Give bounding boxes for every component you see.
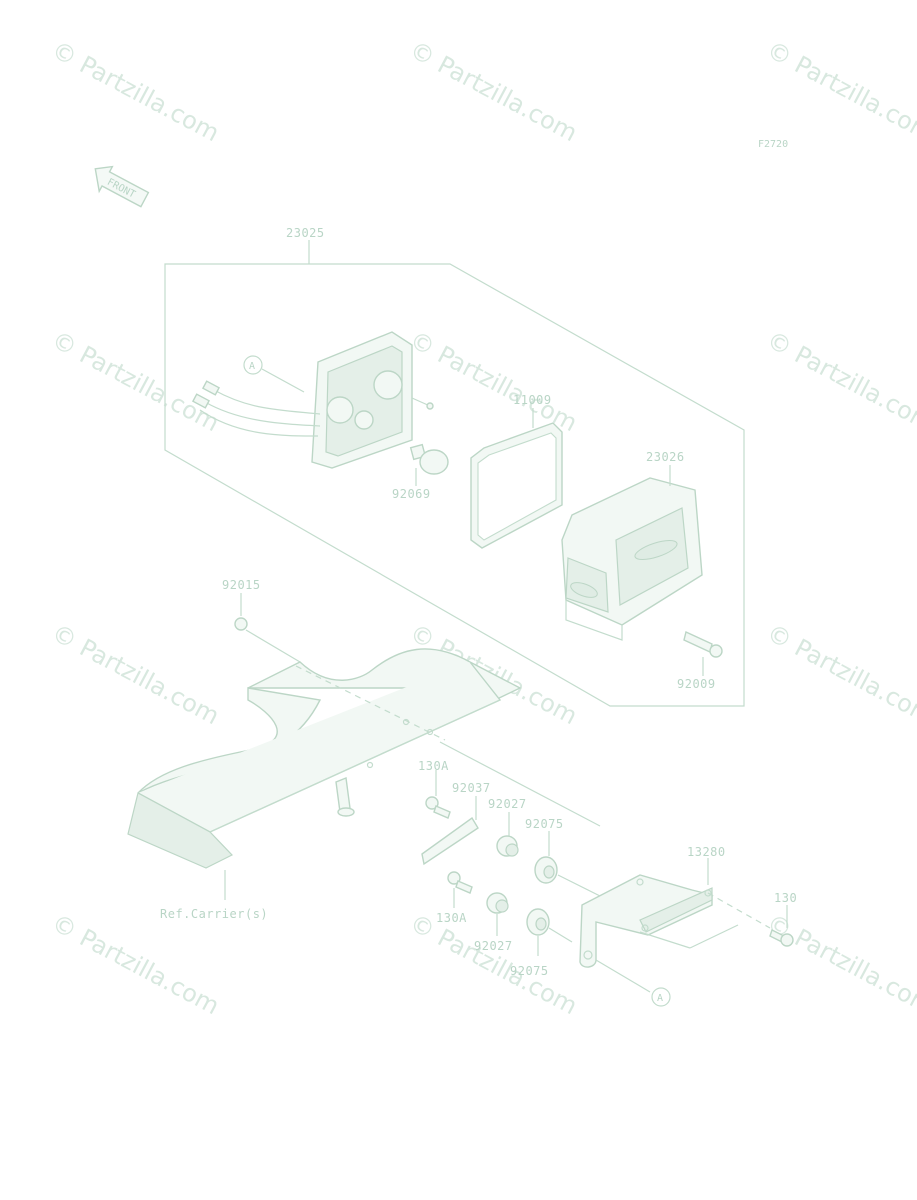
callout-a: [651, 987, 671, 1007]
nut-icon: [234, 617, 248, 631]
watermark: © Partzilla.com: [47, 619, 224, 731]
label-11009: 11009: [513, 393, 552, 407]
watermark: © Partzilla.com: [47, 326, 224, 438]
label-92027-lower: 92027: [474, 939, 513, 953]
label-92027-upper: 92027: [488, 797, 527, 811]
carrier-ref: [127, 648, 601, 869]
screw-icon: [683, 631, 723, 658]
ref-note: Ref.Carrier(s): [160, 907, 268, 921]
callout-a: [243, 355, 263, 375]
bulb-icon: [409, 443, 449, 475]
bolt-icon: [769, 929, 794, 947]
label-92069: 92069: [392, 487, 431, 501]
watermark: © Partzilla.com: [762, 909, 917, 1021]
watermark: © Partzilla.com: [47, 909, 224, 1021]
diagram-id: F2720: [758, 139, 788, 150]
label-92075-lower: 92075: [510, 964, 549, 978]
grommet-icon: [526, 908, 550, 936]
label-23025: 23025: [286, 226, 325, 240]
watermark: © Partzilla.com: [762, 36, 917, 148]
lamp-lens: [561, 477, 703, 641]
label-130a-upper: 130A: [418, 759, 449, 773]
callout-a-label: A: [657, 993, 663, 1004]
label-130a-lower: 130A: [436, 911, 467, 925]
watermark: © Partzilla.com: [47, 36, 224, 148]
label-130: 130: [774, 891, 797, 905]
label-92015: 92015: [222, 578, 261, 592]
plate: [421, 816, 479, 866]
watermark: © Partzilla.com: [762, 619, 917, 731]
bolt-icon: [425, 796, 451, 819]
label-92009: 92009: [677, 677, 716, 691]
front-arrow-icon: FRONT: [94, 165, 150, 208]
bracket: [579, 874, 771, 968]
collar-icon: [486, 892, 509, 914]
assembly-outline: [164, 263, 745, 707]
label-13280: 13280: [687, 845, 726, 859]
bolt-icon: [447, 871, 473, 894]
collar-icon: [496, 835, 519, 857]
lamp-housing: [191, 331, 434, 469]
watermark: © Partzilla.com: [762, 326, 917, 438]
watermark: © Partzilla.com: [405, 36, 582, 148]
watermark: © Partzilla.com: [405, 326, 582, 438]
label-23026: 23026: [646, 450, 685, 464]
watermark: © Partzilla.com: [405, 909, 582, 1021]
label-92037: 92037: [452, 781, 491, 795]
grommet-icon: [534, 856, 558, 884]
callout-a-label: A: [249, 361, 255, 372]
label-92075-upper: 92075: [525, 817, 564, 831]
gasket: [470, 422, 563, 549]
